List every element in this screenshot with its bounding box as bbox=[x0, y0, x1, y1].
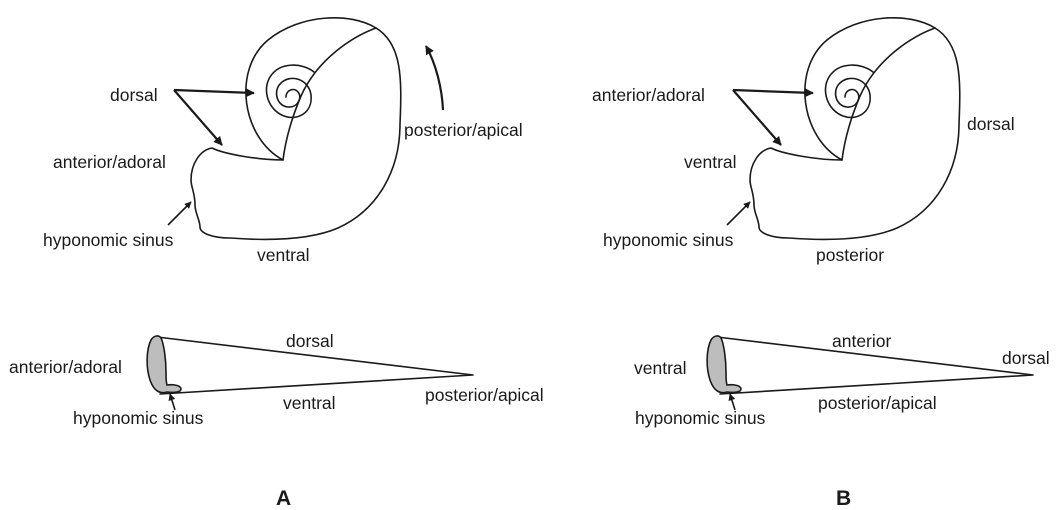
arrow-anterior-to-venter bbox=[733, 90, 781, 145]
arrow-anterior-to-spire bbox=[733, 90, 813, 93]
arrow-sinus bbox=[727, 202, 750, 225]
cone-label-ventral: ventral bbox=[283, 393, 336, 413]
cone-label-ventral: ventral bbox=[634, 358, 687, 378]
cone-label-dorsal: dorsal bbox=[286, 331, 334, 351]
panel-b-caption: B bbox=[836, 487, 851, 510]
label-dorsal: dorsal bbox=[110, 85, 158, 105]
inner-whorl bbox=[283, 28, 376, 160]
cone-label-posterior: posterior/apical bbox=[425, 385, 544, 405]
label-ventral: ventral bbox=[257, 245, 310, 265]
panel-a: dorsal anterior/adoral posterior/apical … bbox=[9, 18, 544, 510]
arrow-sinus bbox=[168, 202, 191, 225]
panel-a-caption: A bbox=[276, 487, 291, 510]
arrow-dorsal-to-venter bbox=[174, 90, 222, 145]
arrow-apical-direction bbox=[426, 46, 443, 110]
spiral-coil bbox=[266, 65, 314, 117]
label-posterior: posterior bbox=[816, 245, 884, 265]
label-anterior: anterior/adoral bbox=[592, 85, 705, 105]
panel-b: anterior/adoral dorsal ventral hyponomic… bbox=[592, 18, 1050, 510]
shell-outline bbox=[750, 18, 960, 240]
label-sinus: hyponomic sinus bbox=[603, 230, 734, 250]
label-anterior: anterior/adoral bbox=[53, 152, 166, 172]
inner-whorl bbox=[842, 28, 935, 160]
aperture-b bbox=[707, 336, 741, 393]
coiled-shell-a bbox=[191, 18, 401, 240]
label-posterior: posterior/apical bbox=[404, 120, 523, 140]
cone-label-sinus: hyponomic sinus bbox=[635, 408, 766, 428]
cone-label-anterior: anterior/adoral bbox=[9, 357, 122, 377]
label-ventral: ventral bbox=[684, 152, 737, 172]
cone-label-posterior: posterior/apical bbox=[818, 393, 937, 413]
cone-label-dorsal: dorsal bbox=[1002, 348, 1050, 368]
label-dorsal: dorsal bbox=[967, 114, 1015, 134]
spiral-coil bbox=[825, 65, 873, 117]
aperture-a bbox=[147, 336, 181, 393]
shell-outline bbox=[191, 18, 401, 240]
label-sinus: hyponomic sinus bbox=[43, 230, 174, 250]
coiled-shell-b bbox=[750, 18, 960, 240]
arrow-dorsal-to-spire bbox=[174, 90, 254, 93]
cone-label-sinus: hyponomic sinus bbox=[73, 408, 204, 428]
cone-label-anterior: anterior bbox=[832, 331, 892, 351]
